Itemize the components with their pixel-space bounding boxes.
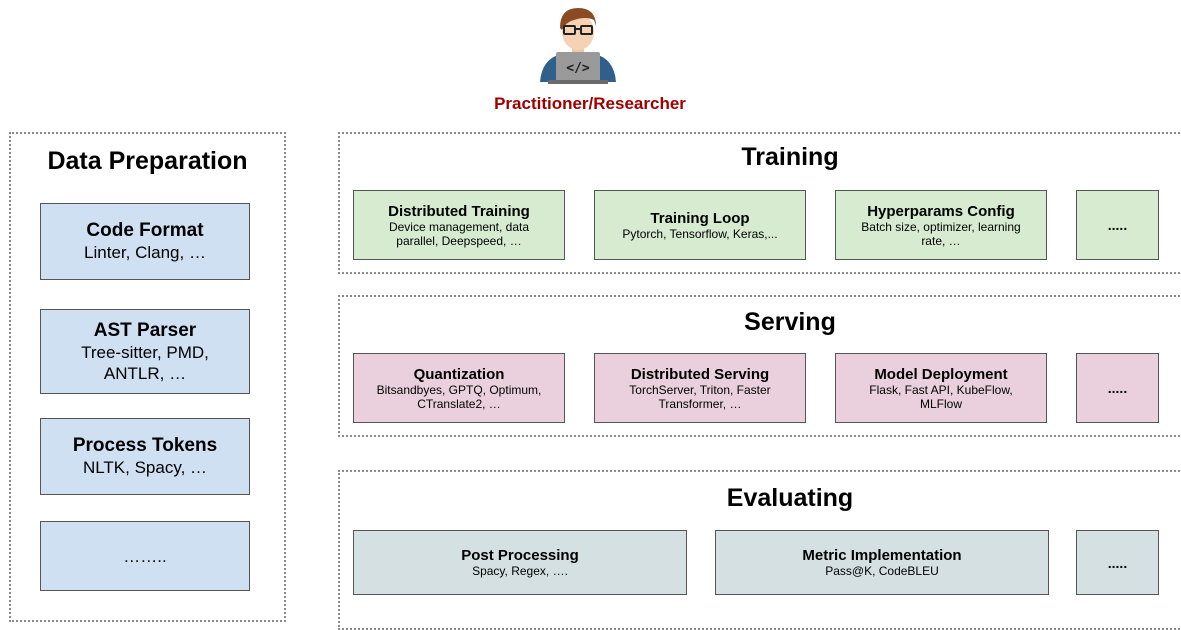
distributed-training-title: Distributed Training [388,202,530,220]
code-format-desc: Linter, Clang, … [84,243,206,262]
process-tokens-box: Process Tokens NLTK, Spacy, … [40,418,250,495]
serving-section [338,295,1181,437]
post-processing-desc: Spacy, Regex, …. [472,564,568,578]
model-deployment-desc: Flask, Fast API, KubeFlow, MLFlow [869,382,1013,411]
distributed-serving-box: Distributed Serving TorchServer, Triton,… [594,353,806,423]
metric-implementation-box: Metric Implementation Pass@K, CodeBLEU [715,530,1049,595]
distributed-serving-desc: TorchServer, Triton, Faster Transformer,… [629,382,771,411]
post-processing-title: Post Processing [461,547,579,564]
more-training-box: ..... [1076,190,1159,260]
training-title: Training [741,143,839,171]
svg-text:</>: </> [566,61,590,76]
training-section [338,132,1181,274]
metric-implementation-title: Metric Implementation [802,547,962,564]
more-data-prep-box: …….. [40,521,250,591]
code-format-title: Code Format [86,220,204,241]
evaluating-title: Evaluating [726,484,854,512]
more-serving-ellipsis: ..... [1107,380,1128,396]
more-evaluating-ellipsis: ..... [1107,554,1128,571]
more-serving-box: ..... [1076,353,1159,423]
code-format-box: Code Format Linter, Clang, … [40,203,250,280]
hyperparams-config-title: Hyperparams Config [867,202,1015,220]
distributed-serving-title: Distributed Serving [630,365,770,383]
training-loop-desc: Pytorch, Tensorflow, Keras,... [622,226,778,241]
training-loop-box: Training Loop Pytorch, Tensorflow, Keras… [594,190,806,260]
more-evaluating-box: ..... [1076,530,1159,595]
developer-avatar-icon: </> [538,4,618,84]
serving-title: Serving [744,308,836,336]
model-deployment-box: Model Deployment Flask, Fast API, KubeFl… [835,353,1047,423]
ast-parser-desc: Tree-sitter, PMD, ANTLR, … [81,342,209,383]
hyperparams-config-box: Hyperparams Config Batch size, optimizer… [835,190,1047,260]
more-training-ellipsis: ..... [1107,217,1128,233]
process-tokens-title: Process Tokens [72,435,218,456]
post-processing-box: Post Processing Spacy, Regex, …. [353,530,687,595]
model-deployment-title: Model Deployment [874,365,1008,383]
quantization-box: Quantization Bitsandbyes, GPTQ, Optimum,… [353,353,565,423]
more-data-prep-ellipsis: …….. [123,546,167,566]
training-loop-title: Training Loop [650,209,750,227]
metric-implementation-desc: Pass@K, CodeBLEU [825,564,939,578]
distributed-training-box: Distributed Training Device management, … [353,190,565,260]
data-preparation-title: Data Preparation [47,147,248,175]
distributed-training-desc: Device management, data parallel, Deepsp… [388,219,530,248]
ast-parser-title: AST Parser [93,319,197,341]
hyperparams-config-desc: Batch size, optimizer, learning rate, … [861,219,1021,248]
quantization-title: Quantization [413,365,505,383]
ast-parser-box: AST Parser Tree-sitter, PMD, ANTLR, … [40,309,250,394]
researcher-label: Practitioner/Researcher [494,94,686,113]
process-tokens-desc: NLTK, Spacy, … [82,458,208,477]
quantization-desc: Bitsandbyes, GPTQ, Optimum, CTranslate2,… [376,382,542,411]
